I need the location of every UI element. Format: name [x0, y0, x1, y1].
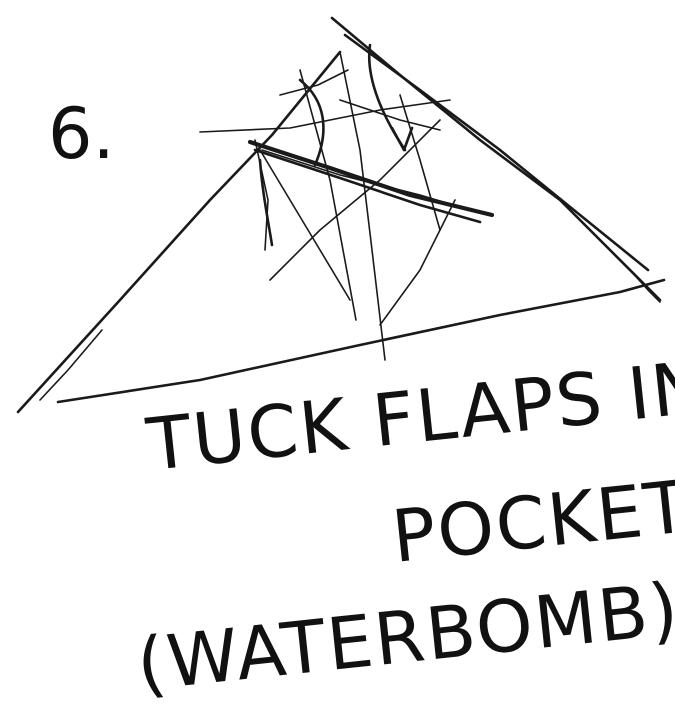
- caption-line-3: (WATERBOMB): [133, 566, 675, 706]
- tuck-arrows: [258, 43, 414, 247]
- triangle-outline: [16, 16, 666, 414]
- step-number: 6.: [48, 93, 115, 175]
- caption-line-1: TUCK FLAPS INTO: [142, 334, 675, 487]
- caption: TUCK FLAPS INTO POCKETS (WATERBOMB): [133, 334, 675, 707]
- caption-line-2: POCKETS: [388, 459, 675, 579]
- inner-fold-lines: [199, 51, 471, 361]
- tuck-flap-stroke: [247, 139, 495, 224]
